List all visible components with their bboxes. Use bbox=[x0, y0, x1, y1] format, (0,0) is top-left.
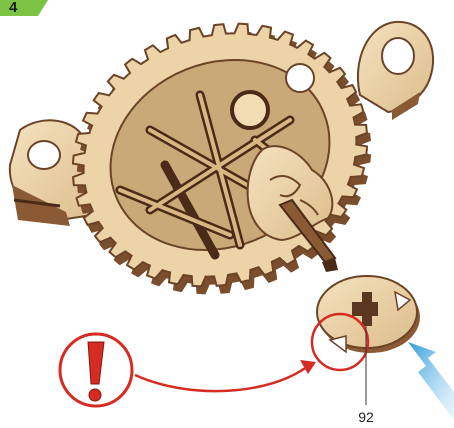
step-number: 4 bbox=[9, 0, 18, 16]
right-lug bbox=[358, 22, 433, 120]
exclamation-icon bbox=[60, 334, 132, 406]
blue-arrow-icon bbox=[408, 342, 454, 420]
pointer-arrow bbox=[135, 360, 316, 391]
part-number-label: 92 bbox=[358, 409, 374, 425]
step-badge: 4 bbox=[0, 0, 48, 16]
